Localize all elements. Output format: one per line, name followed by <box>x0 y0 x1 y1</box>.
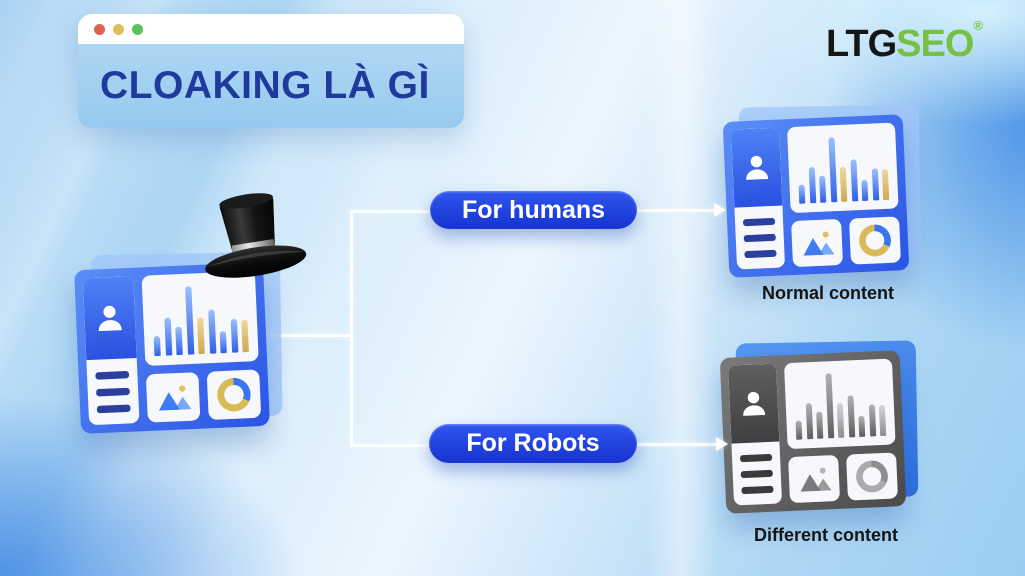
donut-chart-icon <box>855 459 889 494</box>
window-dot-yellow <box>113 23 124 35</box>
website-card <box>74 262 270 434</box>
text-line <box>741 485 774 495</box>
person-icon <box>98 305 122 332</box>
for-robots-button[interactable]: For Robots <box>429 424 637 463</box>
image-tile <box>788 454 841 504</box>
text-line <box>742 217 776 227</box>
chart-bar <box>175 326 183 356</box>
window-dot-green <box>132 23 143 35</box>
for-humans-button[interactable]: For humans <box>430 191 637 229</box>
chart-bar <box>196 317 205 355</box>
for-humans-label: For humans <box>461 195 606 224</box>
chart-bar <box>858 415 866 437</box>
bar-chart-tile <box>783 358 896 450</box>
chart-bar <box>868 403 876 437</box>
text-lines <box>731 441 781 495</box>
connector-arrow-line-bottom <box>636 443 718 446</box>
text-line <box>95 370 130 380</box>
logo-text-green: SEO <box>896 23 974 65</box>
chart-bar <box>163 317 172 356</box>
normal-content-website <box>722 104 922 278</box>
bar-chart <box>796 135 890 204</box>
chart-bar <box>153 335 161 357</box>
chart-bar <box>878 405 887 437</box>
text-line <box>743 233 776 243</box>
chart-bar <box>241 319 249 353</box>
text-line <box>96 404 131 414</box>
chart-bar <box>230 318 238 353</box>
image-icon <box>803 231 835 256</box>
chart-bar <box>219 330 227 354</box>
text-line <box>739 453 773 463</box>
profile-tile <box>728 363 783 506</box>
top-hat-icon <box>205 193 307 278</box>
page-title: CLOAKING LÀ GÌ <box>100 64 430 107</box>
brand-logo: LTGSEO® <box>826 18 983 66</box>
profile-tile <box>82 276 140 426</box>
normal-content-label: Normal content <box>761 283 894 303</box>
connector-stub <box>268 334 350 337</box>
person-icon <box>743 391 766 416</box>
bar-chart <box>793 371 887 440</box>
image-icon <box>800 467 832 492</box>
connector-branch-top <box>350 210 436 213</box>
chart-bar <box>808 166 816 204</box>
chart-bar <box>207 309 216 354</box>
browser-body: CLOAKING LÀ GÌ <box>78 44 464 128</box>
chart-bar <box>849 159 858 202</box>
image-tile <box>145 372 201 423</box>
chart-bar <box>798 183 806 204</box>
text-line <box>96 387 130 397</box>
chart-bar <box>861 179 869 201</box>
cloaked-website-illustration <box>74 251 283 434</box>
arrowhead-top-icon <box>714 203 726 217</box>
text-lines <box>86 358 139 414</box>
chart-bar <box>846 395 855 438</box>
bar-chart-tile <box>786 122 899 214</box>
donut-chart-tile <box>849 216 901 265</box>
window-dot-red <box>94 23 105 35</box>
donut-chart-icon <box>216 377 252 413</box>
profile-tile <box>731 127 786 270</box>
registered-trademark-icon: ® <box>973 18 984 33</box>
browser-titlebar <box>78 14 464 44</box>
for-robots-label: For Robots <box>466 429 600 457</box>
avatar <box>728 363 780 444</box>
chart-bar <box>819 175 827 203</box>
chart-bar <box>805 402 813 440</box>
chart-bar <box>816 411 824 439</box>
chart-bar <box>881 169 890 201</box>
different-content-label: Different content <box>754 525 898 545</box>
browser-window-card: CLOAKING LÀ GÌ <box>78 14 464 128</box>
text-line <box>740 469 773 479</box>
arrowhead-bottom-icon <box>716 437 728 451</box>
text-line <box>744 249 777 259</box>
different-content-website <box>719 340 919 514</box>
donut-chart-tile <box>846 452 898 501</box>
website-card <box>722 114 910 278</box>
connector-vertical <box>350 210 353 446</box>
chart-bar <box>871 167 879 201</box>
chart-bar <box>824 373 834 439</box>
chart-bar <box>839 166 848 202</box>
logo-text-black: LTG <box>826 23 897 65</box>
bar-chart <box>152 284 249 357</box>
person-icon <box>746 155 769 180</box>
avatar <box>82 276 137 361</box>
chart-bar <box>184 286 194 355</box>
connector-arrow-line-top <box>636 209 716 212</box>
image-icon <box>158 385 192 411</box>
avatar <box>731 127 783 208</box>
text-lines <box>734 205 784 259</box>
donut-chart-tile <box>206 369 262 420</box>
website-card <box>719 350 907 514</box>
donut-chart-icon <box>858 223 892 258</box>
image-tile <box>791 218 844 268</box>
connector-branch-bottom <box>350 444 436 447</box>
chart-bar <box>795 419 803 440</box>
chart-bar <box>836 402 845 438</box>
chart-bar <box>827 137 837 203</box>
